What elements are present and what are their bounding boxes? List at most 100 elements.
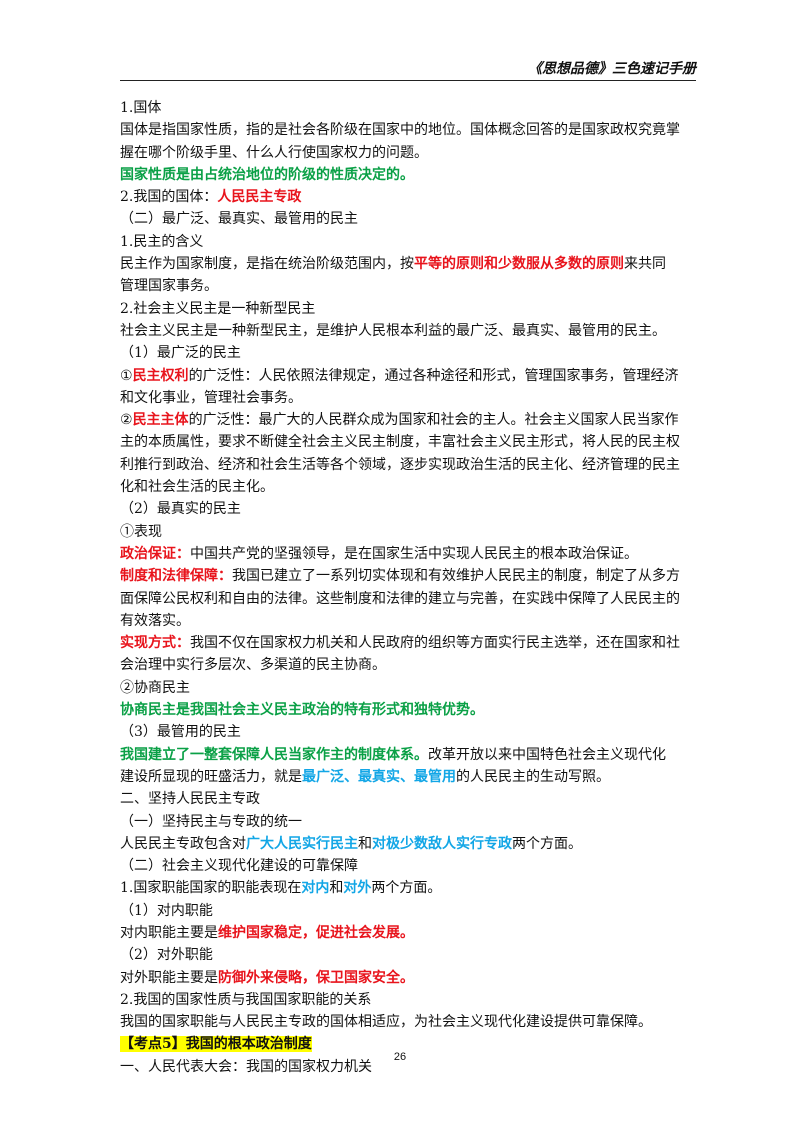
text-line: 化和社会生活的民主化。 bbox=[120, 476, 682, 498]
text-segment: 我国不仅在国家权力机关和人民政府的组织等方面实行民主选举，还在国家和社 bbox=[190, 635, 680, 652]
text-line: 有效落实。 bbox=[120, 610, 682, 632]
highlight-text: 对极少数敌人实行专政 bbox=[372, 835, 512, 852]
highlight-text: 对外 bbox=[343, 880, 372, 897]
text-line: 制度和法律保障：我国已建立了一系列切实体现和有效维护人民民主的制度，制定了从多方 bbox=[120, 565, 682, 587]
text-segment: 主的本质属性，要求不断健全社会主义民主制度，丰富社会主义民主形式，将人民的民主权 bbox=[120, 434, 680, 451]
highlight-text: 最广泛、最真实、最管用 bbox=[302, 768, 456, 785]
text-segment: 对外职能主要是 bbox=[120, 969, 218, 986]
text-segment: 和文化事业，管理社会事务。 bbox=[120, 389, 302, 406]
page-number: 26 bbox=[393, 1051, 407, 1063]
text-line: 和文化事业，管理社会事务。 bbox=[120, 387, 682, 409]
text-segment: 两个方面。 bbox=[512, 835, 582, 852]
text-line: 【考点5】我国的根本政治制度 bbox=[120, 1033, 682, 1055]
text-line: 实现方式：我国不仅在国家权力机关和人民政府的组织等方面实行民主选举，还在国家和社 bbox=[120, 632, 682, 654]
text-segment: 利推行到政治、经济和社会生活等各个领域，逐步实现政治生活的民主化、经济管理的民主 bbox=[120, 456, 680, 473]
text-segment: 握在哪个阶级手里、什么人行使国家权力的问题。 bbox=[120, 144, 428, 161]
text-segment: ①表现 bbox=[120, 523, 162, 540]
document-body: 1.国体国体是指国家性质，指的是社会各阶级在国家中的地位。国体概念回答的是国家政… bbox=[120, 97, 682, 1078]
text-line: 1.国体 bbox=[120, 97, 682, 119]
text-line: ①民主权利的广泛性：人民依照法律规定，通过各种途径和形式，管理国家事务，管理经济 bbox=[120, 365, 682, 387]
text-segment: 1.国家职能国家的职能表现在 bbox=[120, 880, 302, 897]
text-line: 政治保证：中国共产党的坚强领导，是在国家生活中实现人民民主的根本政治保证。 bbox=[120, 543, 682, 565]
text-segment: 二、坚持人民民主专政 bbox=[120, 791, 260, 808]
text-line: 建设所显现的旺盛活力，就是最广泛、最真实、最管用的人民民主的生动写照。 bbox=[120, 766, 682, 788]
text-segment: 1.民主的含义 bbox=[120, 233, 204, 250]
text-line: 2.我国的国体：人民民主专政 bbox=[120, 186, 682, 208]
highlight-text: 制度和法律保障： bbox=[120, 568, 232, 585]
highlight-text: 维护国家稳定，促进社会发展。 bbox=[218, 924, 414, 941]
text-line: 面保障公民权利和自由的法律。这些制度和法律的建立与完善，在实践中保障了人民民主的 bbox=[120, 588, 682, 610]
text-segment: 管理国家事务。 bbox=[120, 278, 218, 295]
text-segment: 2.社会主义民主是一种新型民主 bbox=[120, 300, 316, 317]
text-line: 2.社会主义民主是一种新型民主 bbox=[120, 298, 682, 320]
highlight-text: 人民民主专政 bbox=[217, 189, 302, 206]
highlight-text: 政治保证： bbox=[120, 545, 190, 562]
text-line: 管理国家事务。 bbox=[120, 275, 682, 297]
text-line: 二、坚持人民民主专政 bbox=[120, 788, 682, 810]
text-line: 对外职能主要是防御外来侵略，保卫国家安全。 bbox=[120, 967, 682, 989]
text-line: 对内职能主要是维护国家稳定，促进社会发展。 bbox=[120, 922, 682, 944]
text-line: 国体是指国家性质，指的是社会各阶级在国家中的地位。国体概念回答的是国家政权究竟掌 bbox=[120, 119, 682, 141]
highlight-text: 对内 bbox=[301, 880, 330, 897]
header-rule bbox=[120, 80, 696, 81]
text-line: （二）社会主义现代化建设的可靠保障 bbox=[120, 855, 682, 877]
highlight-text: 民主权利 bbox=[132, 367, 189, 384]
text-segment: 对内职能主要是 bbox=[120, 924, 218, 941]
text-segment: （二）社会主义现代化建设的可靠保障 bbox=[120, 858, 358, 875]
text-segment: 两个方面。 bbox=[371, 880, 442, 897]
text-segment: 1.国体 bbox=[120, 100, 162, 116]
text-segment: ② bbox=[120, 412, 133, 429]
text-line: ②协商民主 bbox=[120, 677, 682, 699]
text-line: （二）最广泛、最真实、最管用的民主 bbox=[120, 208, 682, 230]
highlight-text: 国家性质是由占统治地位的阶级的性质决定的。 bbox=[120, 166, 414, 183]
text-segment: 有效落实。 bbox=[120, 612, 190, 629]
text-segment: ②协商民主 bbox=[120, 679, 190, 696]
text-line: 人民民主专政包含对广大人民实行民主和对极少数敌人实行专政两个方面。 bbox=[120, 833, 682, 855]
highlight-text: 平等的原则和少数服从多数的原则 bbox=[414, 256, 624, 273]
text-segment: 和 bbox=[329, 880, 344, 897]
text-line: 会治理中实行多层次、多渠道的民主协商。 bbox=[120, 654, 682, 676]
text-segment: 面保障公民权利和自由的法律。这些制度和法律的建立与完善，在实践中保障了人民民主的 bbox=[120, 590, 680, 607]
text-segment: 2.我国的国家性质与我国国家职能的关系 bbox=[120, 991, 372, 1008]
text-segment: 的广泛性：人民依照法律规定，通过各种途径和形式，管理国家事务，管理经济 bbox=[188, 367, 679, 384]
text-segment: 我国的国家职能与人民民主专政的国体相适应，为社会主义现代化建设提供可靠保障。 bbox=[120, 1014, 652, 1031]
highlight-text: 民主主体 bbox=[132, 412, 189, 429]
text-segment: （一）坚持民主与专政的统一 bbox=[120, 813, 302, 830]
highlight-text: 协商民主是我国社会主义民主政治的特有形式和独特优势。 bbox=[120, 702, 484, 719]
page-header-title: 《思想品德》三色速记手册 bbox=[528, 61, 696, 77]
text-line: 民主作为国家制度，是指在统治阶级范围内，按平等的原则和少数服从多数的原则来共同 bbox=[120, 253, 682, 275]
text-segment: （3）最管用的民主 bbox=[120, 724, 241, 741]
text-line: （1）对内职能 bbox=[120, 900, 682, 922]
text-line: 2.我国的国家性质与我国国家职能的关系 bbox=[120, 989, 682, 1011]
text-line: 一、人民代表大会：我国的国家权力机关 bbox=[120, 1056, 682, 1078]
text-line: （1）最广泛的民主 bbox=[120, 342, 682, 364]
text-segment: ① bbox=[120, 367, 133, 384]
text-segment: 我国已建立了一系列切实体现和有效维护人民民主的制度，制定了从多方 bbox=[232, 568, 680, 585]
text-line: （2）最真实的民主 bbox=[120, 498, 682, 520]
text-segment: 改革开放以来中国特色社会主义现代化 bbox=[428, 746, 666, 763]
text-segment: （2）对外职能 bbox=[120, 947, 213, 964]
text-line: 1.国家职能国家的职能表现在对内和对外两个方面。 bbox=[120, 877, 682, 899]
text-line: 主的本质属性，要求不断健全社会主义民主制度，丰富社会主义民主形式，将人民的民主权 bbox=[120, 431, 682, 453]
highlight-text: 我国建立了一整套保障人民当家作主的制度体系。 bbox=[120, 746, 428, 763]
text-line: 国家性质是由占统治地位的阶级的性质决定的。 bbox=[120, 164, 682, 186]
text-segment: 会治理中实行多层次、多渠道的民主协商。 bbox=[120, 657, 386, 674]
text-line: 利推行到政治、经济和社会生活等各个领域，逐步实现政治生活的民主化、经济管理的民主 bbox=[120, 454, 682, 476]
text-line: ②民主主体的广泛性：最广大的人民群众成为国家和社会的主人。社会主义国家人民当家作 bbox=[120, 409, 682, 431]
text-segment: （1）对内职能 bbox=[120, 902, 213, 919]
text-line: 1.民主的含义 bbox=[120, 231, 682, 253]
text-line: 我国的国家职能与人民民主专政的国体相适应，为社会主义现代化建设提供可靠保障。 bbox=[120, 1011, 682, 1033]
highlight-text: 防御外来侵略，保卫国家安全。 bbox=[218, 969, 414, 986]
text-line: 协商民主是我国社会主义民主政治的特有形式和独特优势。 bbox=[120, 699, 682, 721]
highlight-text: 广大人民实行民主 bbox=[246, 835, 358, 852]
text-line: 社会主义民主是一种新型民主，是维护人民根本利益的最广泛、最真实、最管用的民主。 bbox=[120, 320, 682, 342]
text-segment: （2）最真实的民主 bbox=[120, 501, 241, 518]
text-segment: 人民民主专政包含对 bbox=[120, 835, 246, 852]
text-segment: 化和社会生活的民主化。 bbox=[120, 479, 274, 496]
text-segment: 的广泛性：最广大的人民群众成为国家和社会的主人。社会主义国家人民当家作 bbox=[188, 412, 679, 429]
text-segment: 中国共产党的坚强领导，是在国家生活中实现人民民主的根本政治保证。 bbox=[190, 545, 638, 562]
text-segment: 国体是指国家性质，指的是社会各阶级在国家中的地位。国体概念回答的是国家政权究竟掌 bbox=[120, 122, 680, 139]
text-line: （2）对外职能 bbox=[120, 944, 682, 966]
text-segment: 来共同 bbox=[624, 256, 666, 273]
